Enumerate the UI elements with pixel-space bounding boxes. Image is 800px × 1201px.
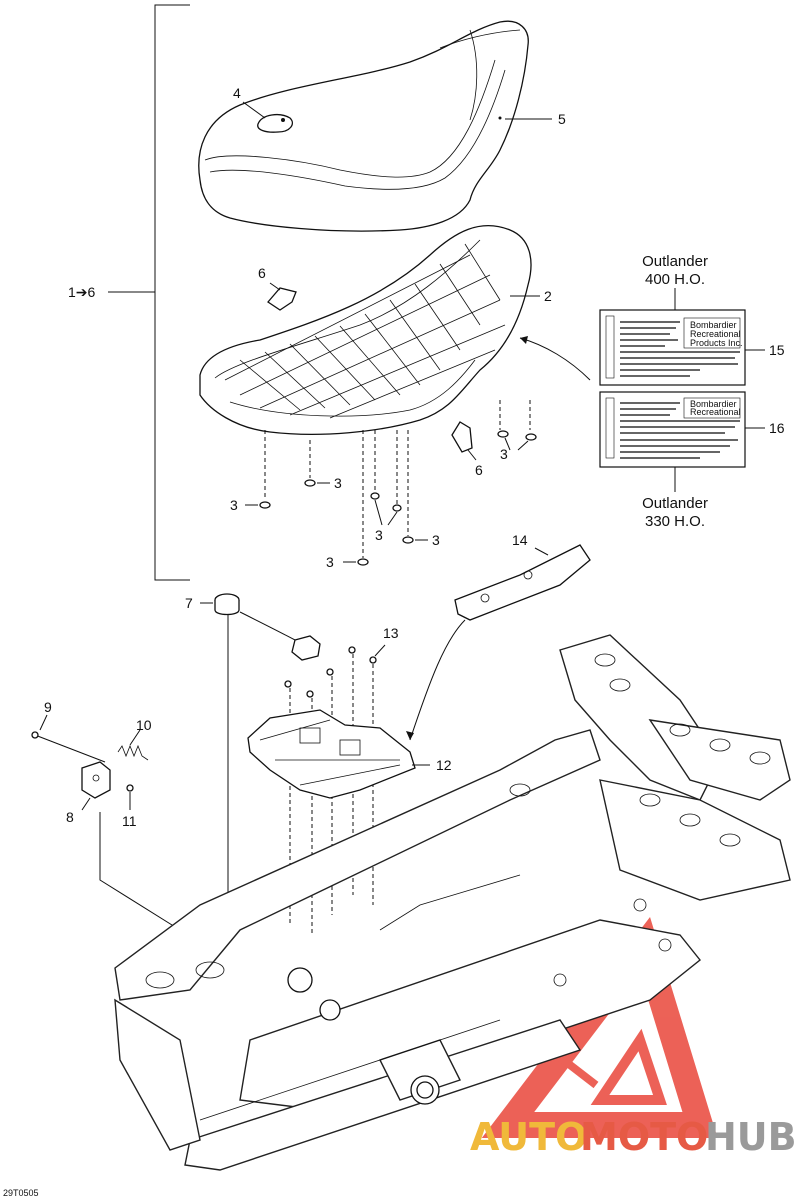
frame-holes — [145, 653, 771, 989]
automotohub-watermark: AUTO MOTO HUB — [470, 1115, 797, 1159]
callout-10: 10 — [136, 717, 152, 733]
grommets-part3 — [245, 400, 537, 566]
label-15-variant: 400 H.O. — [645, 271, 705, 288]
callout-8: 8 — [66, 809, 74, 825]
skid-plate-part12 — [247, 709, 430, 799]
seat-base-grid — [224, 243, 506, 419]
watermark-moto: MOTO — [580, 1115, 708, 1159]
atv-frame — [114, 634, 791, 1171]
label-15-model: Outlander — [642, 253, 708, 270]
callout-1-6: 1➔6 — [68, 284, 96, 300]
callout-16: 16 — [769, 420, 785, 436]
callouts: 1➔6 2 3 3 3 3 3 3 4 5 6 6 7 8 9 10 11 12… — [44, 85, 785, 829]
callout-2: 2 — [544, 288, 552, 304]
diagram-reference-code: 29T0505 — [3, 1188, 39, 1198]
callout-3-e: 3 — [326, 554, 334, 570]
label-16-model: Outlander — [642, 495, 708, 512]
bumper-part7 — [200, 593, 321, 935]
callout-4: 4 — [233, 85, 241, 101]
label-16-text-lines — [620, 402, 740, 459]
callout-3-a: 3 — [230, 497, 238, 513]
label-16-variant: 330 H.O. — [645, 513, 705, 530]
callout-3-c: 3 — [375, 527, 383, 543]
label-16: Bombardier Recreational — [599, 391, 746, 468]
heat-shield-part14 — [406, 544, 591, 741]
clip-part6-upper — [267, 282, 297, 311]
seat-part5 — [198, 20, 529, 232]
callout-11: 11 — [122, 813, 137, 829]
callout-3-d: 3 — [432, 532, 440, 548]
callout-5: 5 — [558, 111, 566, 127]
label-15-text-lines — [620, 321, 740, 377]
label-15: Bombardier Recreational Products Inc. — [599, 309, 746, 386]
clip-part6-lower — [451, 421, 477, 461]
watermark-auto: AUTO — [470, 1115, 587, 1159]
callout-3-f: 3 — [500, 446, 508, 462]
label-15-company-line2: Recreational — [690, 329, 741, 339]
callout-9: 9 — [44, 699, 52, 715]
model-captions: Outlander 400 H.O. Outlander 330 H.O. — [642, 253, 708, 530]
callout-6-upper: 6 — [258, 265, 266, 281]
group-bracket — [108, 4, 190, 581]
callout-12: 12 — [436, 757, 452, 773]
callout-7: 7 — [185, 595, 193, 611]
callout-6-lower: 6 — [475, 462, 483, 478]
callout-13: 13 — [383, 625, 399, 641]
callout-14: 14 — [512, 532, 528, 548]
callout-15: 15 — [769, 342, 785, 358]
label-15-company-line3: Products Inc. — [690, 338, 743, 348]
label-16-company-line2: Recreational — [690, 407, 741, 417]
label-15-company-line1: Bombardier — [690, 320, 737, 330]
latch-assembly-parts8-11 — [31, 714, 182, 932]
callout-3-b: 3 — [334, 475, 342, 491]
watermark-hub: HUB — [705, 1115, 797, 1159]
label-16-company-line1: Bombardier — [690, 399, 737, 409]
seat-base-part2 — [199, 225, 540, 435]
